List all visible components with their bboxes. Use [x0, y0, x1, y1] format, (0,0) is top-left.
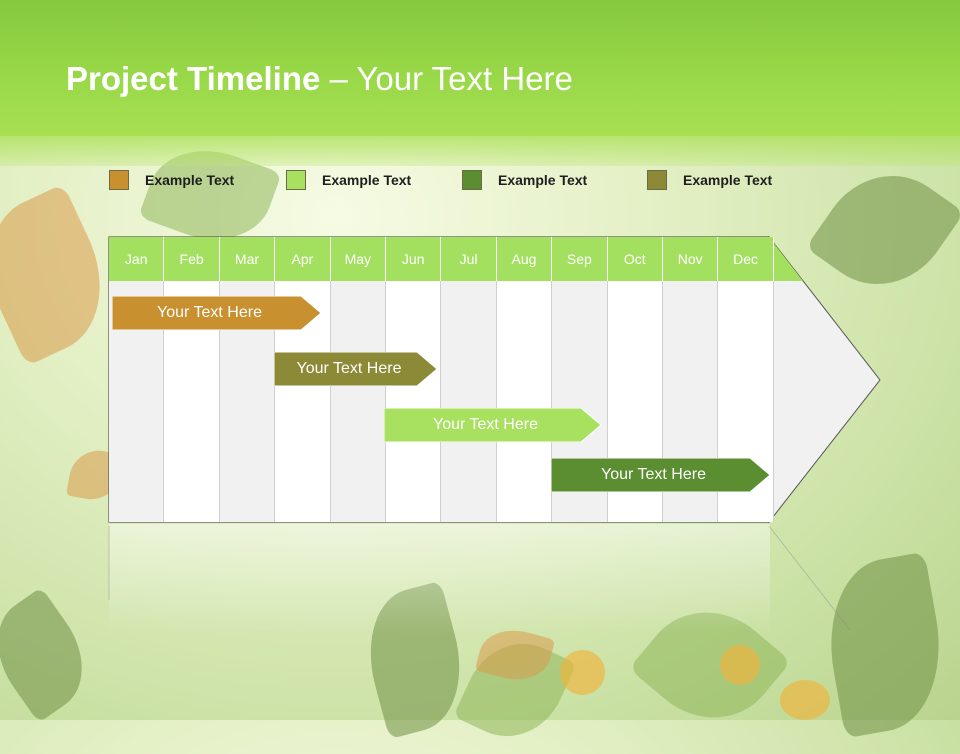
task-bar-label: Your Text Here	[157, 304, 262, 321]
legend-swatch	[109, 170, 129, 190]
month-header: Feb	[164, 237, 220, 281]
month-column-feb: Feb	[164, 237, 220, 522]
month-cell	[441, 281, 496, 522]
month-header: Jul	[441, 237, 497, 281]
month-column-jan: Jan	[109, 237, 165, 522]
task-bar-shape	[274, 352, 437, 386]
task-bar[interactable]: Your Text Here	[112, 296, 321, 330]
flower-decoration	[780, 680, 830, 720]
header-fade	[0, 136, 960, 166]
page-title: Project Timeline – Your Text Here	[66, 60, 573, 98]
legend-swatch	[647, 170, 667, 190]
title-bold: Project Timeline	[66, 60, 321, 97]
task-bar[interactable]: Your Text Here	[551, 458, 770, 492]
month-column-jul: Jul	[441, 237, 497, 522]
month-header: Aug	[496, 237, 553, 281]
legend-label: Example Text	[498, 172, 588, 188]
month-header: May	[330, 237, 386, 281]
legend-label: Example Text	[145, 172, 235, 188]
reflection-line	[768, 525, 851, 631]
month-header: Mar	[219, 237, 276, 281]
legend-label: Example Text	[683, 172, 773, 188]
timeline-reflection	[109, 524, 770, 634]
legend-swatch	[462, 170, 482, 190]
month-header: Oct	[607, 237, 663, 281]
task-bar[interactable]: Your Text Here	[384, 408, 601, 442]
arrow-head-top	[769, 237, 803, 281]
title-rest: – Your Text Here	[320, 60, 573, 97]
task-bar-label: Your Text Here	[433, 416, 538, 433]
month-column-jun: Jun	[386, 237, 442, 522]
month-header: Sep	[552, 237, 608, 281]
task-bar[interactable]: Your Text Here	[274, 352, 437, 386]
task-bar-label: Your Text Here	[296, 360, 402, 377]
legend-label: Example Text	[322, 172, 412, 188]
legend-swatch	[286, 170, 306, 190]
month-header: Jan	[109, 237, 165, 281]
month-column-mar: Mar	[219, 237, 276, 522]
month-cell	[386, 281, 441, 522]
month-header: Apr	[275, 237, 331, 281]
task-bar-shape	[112, 296, 321, 330]
month-column-may: May	[330, 237, 386, 522]
month-header: Jun	[386, 237, 442, 281]
month-header: Dec	[718, 237, 774, 281]
flower-decoration	[720, 645, 760, 685]
flower-decoration	[560, 650, 605, 695]
task-bar-shape	[384, 408, 601, 442]
task-bar-label: Your Text Here	[601, 466, 706, 483]
task-bar-shape	[551, 458, 770, 492]
month-header: Nov	[663, 237, 719, 281]
header-band	[0, 0, 960, 136]
month-column-aug: Aug	[496, 237, 553, 522]
month-cell	[330, 281, 385, 522]
month-cell	[496, 281, 552, 522]
